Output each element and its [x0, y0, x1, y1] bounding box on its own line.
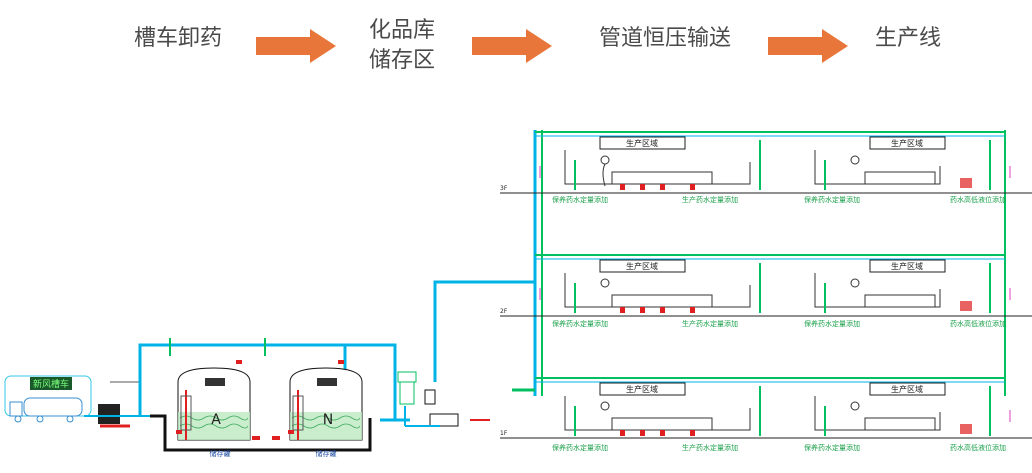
- floor-label-3f: 3F: [500, 185, 508, 192]
- flow-step-label: 管道恒压输送: [598, 26, 731, 51]
- caption-mid: 生产药水定量添加: [682, 443, 738, 452]
- truck-sign-label: 新风槽车: [33, 378, 69, 390]
- floor-1f-production: 生产区域 生产区域 保养药水定量添加 生产药水定量添加 保养药水定量添加 药水高…: [512, 377, 1006, 452]
- caption-mid: 生产药水定量添加: [682, 319, 738, 328]
- caption-mid: 生产药水定量添加: [682, 195, 738, 204]
- caption-right: 药水高低液位添加: [950, 443, 1006, 452]
- zone-label: 生产区域: [626, 384, 658, 394]
- storage-tank-a: A: [177, 367, 251, 441]
- flow-step-pipeline-transport: 管道恒压输送: [575, 24, 755, 54]
- tanker-truck-icon: [9, 397, 83, 423]
- tank-a-label: A: [211, 412, 221, 428]
- zone-label: 生产区域: [891, 384, 923, 394]
- floor-label-2f: 2F: [500, 308, 508, 315]
- caption-left-right-unit: 保养药水定量添加: [804, 195, 860, 204]
- flow-step-label: 生产线: [874, 26, 941, 51]
- caption-right: 药水高低液位添加: [950, 319, 1006, 328]
- flow-step-chemical-storage: 化品库 储存区: [352, 16, 452, 76]
- tank-n-label: N: [323, 412, 333, 428]
- zone-label: 生产区域: [891, 261, 923, 271]
- pump-station: [397, 371, 490, 427]
- chemical-supply-diagram: 新风槽车 A N: [4, 130, 1032, 458]
- storage-tank-n: N: [289, 367, 363, 441]
- caption-left: 保养药水定量添加: [552, 443, 608, 452]
- caption-left-right-unit: 保养药水定量添加: [804, 319, 860, 328]
- zone-label: 生产区域: [891, 138, 923, 148]
- flow-step-label-line2: 储存区: [368, 48, 435, 73]
- flow-step-label: 槽车卸药: [133, 26, 222, 51]
- zone-label: 生产区域: [626, 138, 658, 148]
- floor-2f-production: 生产区域 生产区域 保养药水定量添加 生产药水定量添加 保养药水定量添加 药水高…: [535, 254, 1006, 328]
- caption-right: 药水高低液位添加: [950, 195, 1006, 204]
- flow-step-label-line1: 化品库: [368, 18, 435, 43]
- caption-left-right-unit: 保养药水定量添加: [804, 443, 860, 452]
- flow-step-truck-unloading: 槽车卸药: [118, 24, 238, 54]
- flow-arrow-icon: [768, 29, 848, 63]
- zone-label: 生产区域: [626, 261, 658, 271]
- floor-label-1f: 1F: [500, 430, 508, 437]
- caption-left: 保养药水定量添加: [552, 319, 608, 328]
- caption-left: 保养药水定量添加: [552, 195, 608, 204]
- flow-arrow-icon: [256, 29, 336, 63]
- flow-step-production-line: 生产线: [858, 24, 958, 54]
- tank-n-caption: 储存罐: [316, 449, 337, 458]
- floor-3f-production: 生产区域 生产区域 保养药水定量添加 生产药水定量添加 保养药水定量添加 药水高…: [535, 131, 1006, 204]
- flow-arrow-icon: [472, 29, 552, 63]
- tank-a-caption: 储存罐: [210, 449, 231, 458]
